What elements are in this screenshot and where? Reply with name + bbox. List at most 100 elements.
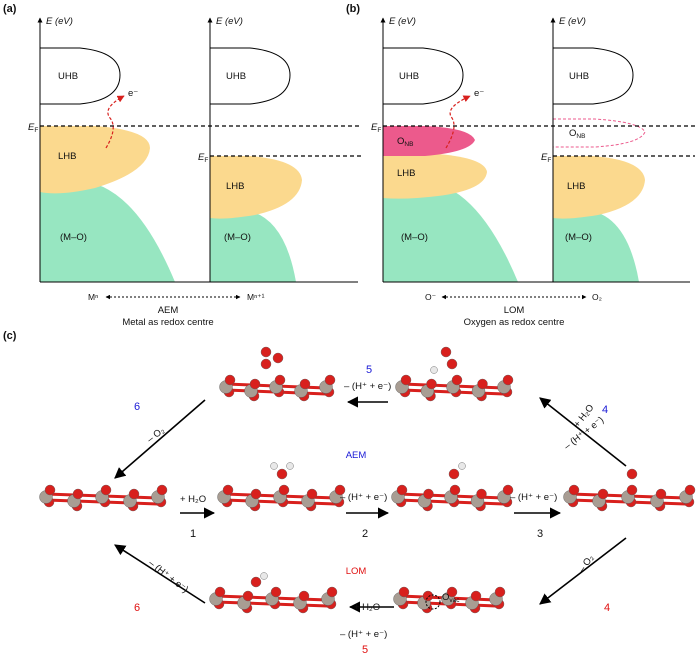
lhb-label: LHB xyxy=(397,168,415,179)
ovac-label: Ovac xyxy=(442,592,460,604)
uhb-band-right xyxy=(552,47,634,105)
mo-label: (M–O) xyxy=(401,232,428,243)
oxygen-atom xyxy=(470,590,482,602)
step-2-reagent: – (H⁺ + e⁻) xyxy=(340,492,387,503)
arrow-step-4-lom xyxy=(539,537,627,605)
panel-b-letter: (b) xyxy=(346,3,360,15)
axis-label: E (eV) xyxy=(389,16,416,27)
oxygen-atom xyxy=(684,484,696,496)
oxygen-atom xyxy=(278,484,290,496)
oxygen-atom xyxy=(597,488,609,500)
step-4-aem-number: 4 xyxy=(602,404,608,416)
electron-arrow xyxy=(445,95,471,149)
step-2-number: 2 xyxy=(362,528,368,540)
panel-c-letter: (c) xyxy=(3,330,17,342)
adsorbed-oxygen-atom xyxy=(260,346,272,358)
mechanism-subtitle: Metal as redox centre xyxy=(122,317,213,328)
hydrogen-atom xyxy=(458,462,466,470)
oxygen-atom xyxy=(626,484,638,496)
panel-b: (b) E (eV) E (eV) EF EF UHB UHB ONB ONB … xyxy=(346,3,695,328)
axis-label-right: E (eV) xyxy=(559,16,586,27)
adsorbed-oxygen-atom xyxy=(250,576,262,588)
oxygen-atom xyxy=(214,586,226,598)
oxygen-atom xyxy=(502,374,514,386)
uhb-band-left xyxy=(39,47,121,105)
mechanism-label: AEM xyxy=(158,305,179,316)
panel-c: (c) + H₂O 1 – (H⁺ + e⁻) 2 – (H⁺ + e⁻) 3 … xyxy=(3,330,696,656)
slab-top-right xyxy=(395,346,514,402)
oxygen-atom xyxy=(270,586,282,598)
oxygen-atom xyxy=(242,590,254,602)
ef-label-right: EF xyxy=(541,152,551,164)
arrow-step-6-lom xyxy=(114,544,206,604)
step-1-number: 1 xyxy=(190,528,196,540)
slab-mid-3 xyxy=(391,462,514,512)
step-6-aem-number: 6 xyxy=(134,401,140,413)
ef-label: EF xyxy=(28,122,38,134)
oxygen-atom xyxy=(224,374,236,386)
oxygen-atom xyxy=(494,586,506,598)
lhb-band-right xyxy=(210,156,302,219)
mo-band-left xyxy=(40,180,175,282)
step-3-reagent: – (H⁺ + e⁻) xyxy=(510,492,557,503)
hydrogen-atom xyxy=(286,462,294,470)
oxygen-atom xyxy=(334,484,346,496)
axis-label-right: E (eV) xyxy=(216,16,243,27)
oxygen-atom xyxy=(72,488,84,500)
adsorbed-oxygen-atom xyxy=(260,358,272,370)
step-1-reagent: + H₂O xyxy=(180,494,206,505)
oxygen-atom xyxy=(422,590,434,602)
oxygen-atom xyxy=(568,484,580,496)
step-3-number: 3 xyxy=(537,528,543,540)
hydrogen-atom xyxy=(430,366,438,374)
oxygen-atom xyxy=(326,586,338,598)
oxygen-atom xyxy=(477,378,488,390)
oxygen-atom xyxy=(449,484,461,496)
slab-bot-left xyxy=(209,572,338,614)
adsorbed-oxygen-atom xyxy=(272,352,284,364)
uhb-band-left xyxy=(382,47,464,105)
arrow-step-4-aem xyxy=(539,397,627,467)
step-6-lom-reagent: – (H⁺ + e⁻) xyxy=(146,558,190,596)
oxygen-atom xyxy=(396,484,408,496)
hydrogen-atom xyxy=(260,572,268,580)
lhb-band-right xyxy=(553,156,645,219)
adsorbed-oxygen-atom xyxy=(446,358,458,370)
oxygen-atom xyxy=(446,586,458,598)
ef-label: EF xyxy=(371,122,381,134)
oxygen-atom xyxy=(298,590,310,602)
oxygen-atom xyxy=(655,488,667,500)
hydrogen-atom xyxy=(270,462,278,470)
lom-label: LOM xyxy=(346,566,367,577)
right-state: O₂ xyxy=(592,292,602,302)
electron-label: e⁻ xyxy=(128,88,138,99)
oxygen-atom xyxy=(250,488,262,500)
panel-a-letter: (a) xyxy=(3,3,17,15)
lhb-label-right: LHB xyxy=(567,181,585,192)
oxygen-atom xyxy=(426,378,437,390)
oxygen-atom xyxy=(400,374,412,386)
onb-label-right: ONB xyxy=(569,128,585,140)
adsorbed-oxygen-atom xyxy=(448,468,460,480)
slab-mid-4 xyxy=(563,468,696,512)
slab-mid-1 xyxy=(39,484,168,512)
oxygen-atom xyxy=(324,374,336,386)
oxygen-atom xyxy=(128,488,140,500)
oxygen-atom xyxy=(306,488,318,500)
adsorbed-oxygen-atom xyxy=(626,468,638,480)
oxygen-atom xyxy=(249,378,261,390)
ef-label-right: EF xyxy=(198,152,208,164)
step-5-aem-reagent: – (H⁺ + e⁻) xyxy=(344,381,391,392)
adsorbed-oxygen-atom xyxy=(276,468,288,480)
aem-label: AEM xyxy=(346,450,367,461)
adsorbed-oxygen-atom xyxy=(440,346,452,358)
step-5-lom-reagent-a: + H₂O xyxy=(354,602,380,613)
onb-label: ONB xyxy=(397,136,413,148)
panel-a: (a) E (eV) E (eV) EF EF UHB UHB LHB LHB … xyxy=(3,3,362,328)
oxygen-atom xyxy=(222,484,234,496)
axis-label: E (eV) xyxy=(46,16,73,27)
left-state: O⁻ xyxy=(425,292,437,302)
mo-band-left xyxy=(383,180,518,282)
lhb-band-left xyxy=(40,126,150,194)
